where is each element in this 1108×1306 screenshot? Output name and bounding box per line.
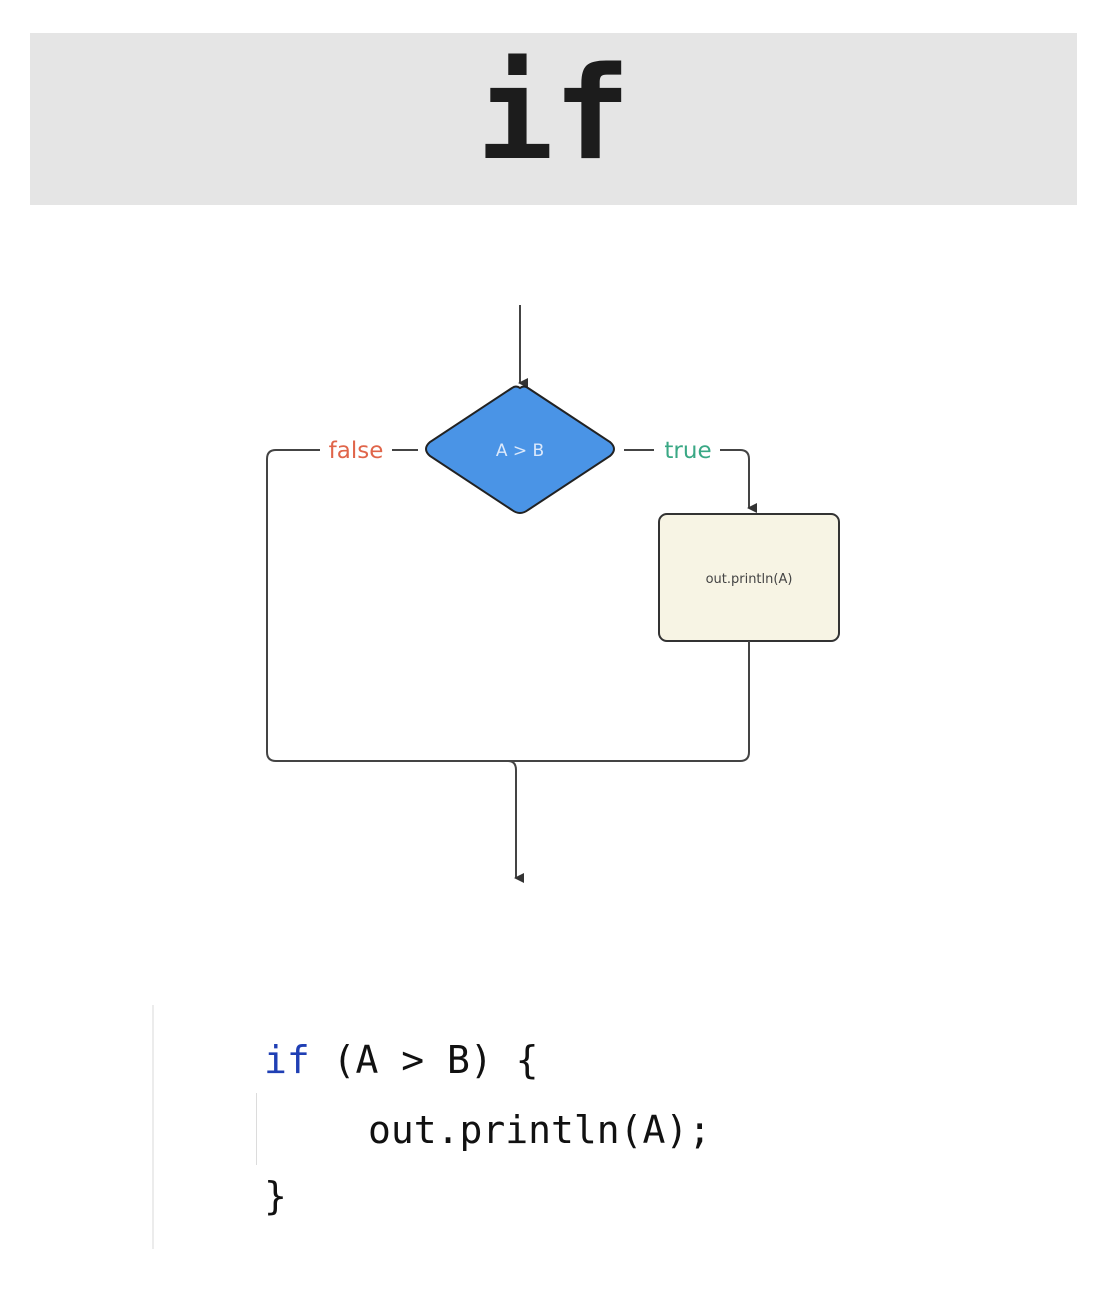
indent-guide: [256, 1093, 257, 1165]
true-label: true: [664, 438, 711, 464]
process-node: out.println(A): [658, 513, 840, 642]
code-line-3: }: [264, 1174, 287, 1218]
merge-edge: [507, 641, 750, 883]
true-branch: true: [624, 438, 757, 513]
false-branch: false: [266, 438, 508, 762]
decision-label: A > B: [496, 441, 544, 461]
code-line-1: if (A > B) {: [264, 1041, 539, 1079]
decision-diamond: [425, 385, 615, 515]
page-title: if: [476, 40, 631, 189]
code-condition: (A > B) {: [309, 1038, 539, 1082]
flowchart: A > B false true out.println(A): [266, 305, 840, 883]
code-keyword-if: if: [264, 1038, 310, 1082]
code-snippet: if (A > B) { out.println(A); }: [152, 1005, 854, 1249]
code-line-2: out.println(A);: [368, 1108, 712, 1152]
process-label: out.println(A): [706, 572, 793, 587]
decision-node: A > B: [425, 385, 615, 515]
false-label: false: [329, 438, 384, 464]
title-banner: if: [30, 33, 1077, 205]
